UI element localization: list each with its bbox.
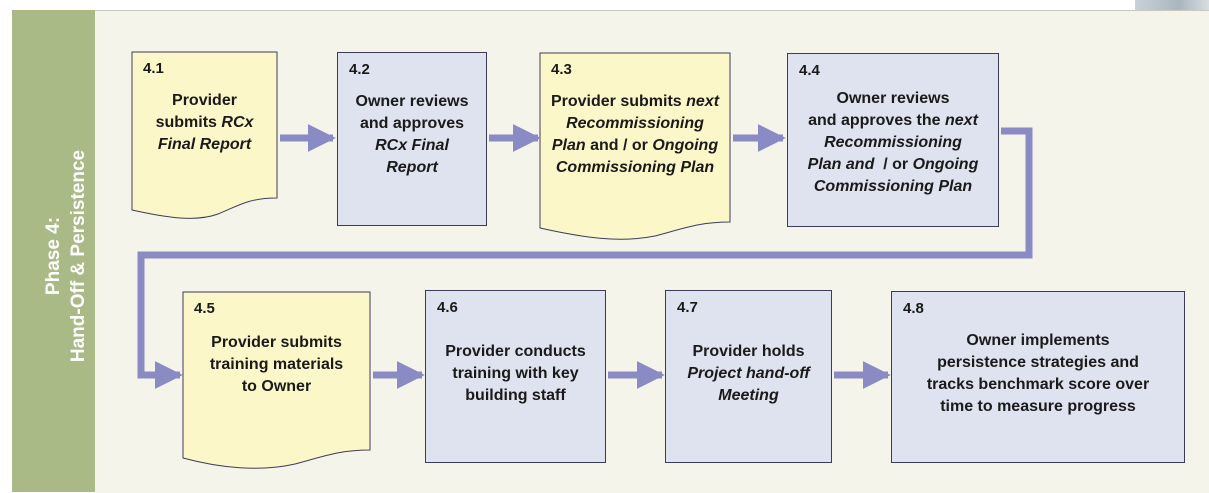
step-4-7: 4.7 Provider holds Project hand-off Meet… — [665, 290, 832, 463]
step-number: 4.2 — [349, 61, 370, 78]
step-4-1-document-shape — [131, 51, 278, 219]
step-text-line: Recommissioning — [824, 134, 962, 151]
step-4-5-document-shape — [182, 291, 371, 469]
step-4-1: 4.1 Provider submits RCx Final Report — [132, 52, 277, 212]
step-number: 4.3 — [551, 61, 572, 78]
step-4-8: 4.8 Owner implements persistence strateg… — [891, 291, 1185, 463]
step-text-line: Provider holds — [692, 343, 805, 360]
step-text-line: Provider submits next — [550, 93, 720, 110]
step-number: 4.5 — [194, 300, 215, 317]
step-text-line: submits RCx — [155, 114, 254, 131]
step-text-line: training with key — [452, 365, 579, 382]
step-number: 4.1 — [143, 60, 164, 77]
step-text-line: RCx Final — [375, 137, 449, 154]
step-text-line: Plan and / or Ongoing — [807, 156, 979, 173]
step-text-line: Meeting — [718, 387, 779, 404]
step-4-5: 4.5 Provider submits training materials … — [183, 292, 370, 462]
step-number: 4.7 — [677, 299, 698, 316]
step-4-3: 4.3 Provider submits next Recommissionin… — [540, 53, 730, 233]
step-text-line: Owner reviews — [355, 93, 469, 110]
step-4-6: 4.6 Provider conducts training with key … — [425, 290, 606, 463]
step-text: Provider holds Project hand-off Meeting — [672, 341, 825, 407]
step-text-line: Provider — [172, 92, 237, 109]
corner-image-fragment — [1135, 0, 1209, 12]
step-text-line: and approves the next — [808, 112, 978, 129]
step-text-line: Owner reviews — [836, 90, 950, 107]
step-number: 4.6 — [437, 299, 458, 316]
phase-sidebar: Phase 4: Hand-Off & Persistence — [12, 10, 96, 492]
step-text-line: Plan and / or Ongoing — [551, 137, 719, 154]
step-text-line: persistence strategies and — [937, 354, 1139, 371]
step-text-line: Project hand-off — [687, 365, 810, 382]
step-text: Owner reviews and approves the next Reco… — [794, 88, 992, 198]
step-text: Owner reviews and approves RCx Final Rep… — [344, 91, 480, 179]
step-text-line: Recommissioning — [566, 115, 704, 132]
step-text-line: Owner implements — [966, 332, 1110, 349]
step-text-line: training materials — [209, 356, 344, 373]
step-text: Provider submits next Recommissioning Pl… — [542, 91, 728, 179]
step-4-2: 4.2 Owner reviews and approves RCx Final… — [337, 52, 487, 226]
step-text-line: Provider submits — [211, 334, 342, 351]
step-number: 4.8 — [903, 300, 924, 317]
step-text-line: Provider conducts — [445, 343, 586, 360]
step-text-line: tracks benchmark score over — [926, 376, 1150, 393]
step-text-line: Report — [386, 159, 438, 176]
step-text-line: Commissioning Plan — [813, 178, 973, 195]
step-text-line: time to measure progress — [940, 398, 1136, 415]
arrow-4-4-to-4-5 — [137, 127, 1033, 389]
step-number: 4.4 — [799, 62, 820, 79]
step-text: Owner implements persistence strategies … — [898, 330, 1178, 418]
step-text: Provider submits RCx Final Report — [138, 90, 271, 156]
step-4-3-document-shape — [539, 52, 731, 240]
step-text-line: Final Report — [157, 136, 252, 153]
step-4-4: 4.4 Owner reviews and approves the next … — [787, 53, 999, 227]
step-text-line: and approves — [359, 115, 465, 132]
step-text: Provider conducts training with key buil… — [432, 341, 599, 407]
step-text-line: building staff — [465, 387, 566, 404]
step-text: Provider submits training materials to O… — [189, 332, 364, 398]
step-text-line: Commissioning Plan — [555, 159, 715, 176]
step-text-line: to Owner — [241, 378, 312, 395]
